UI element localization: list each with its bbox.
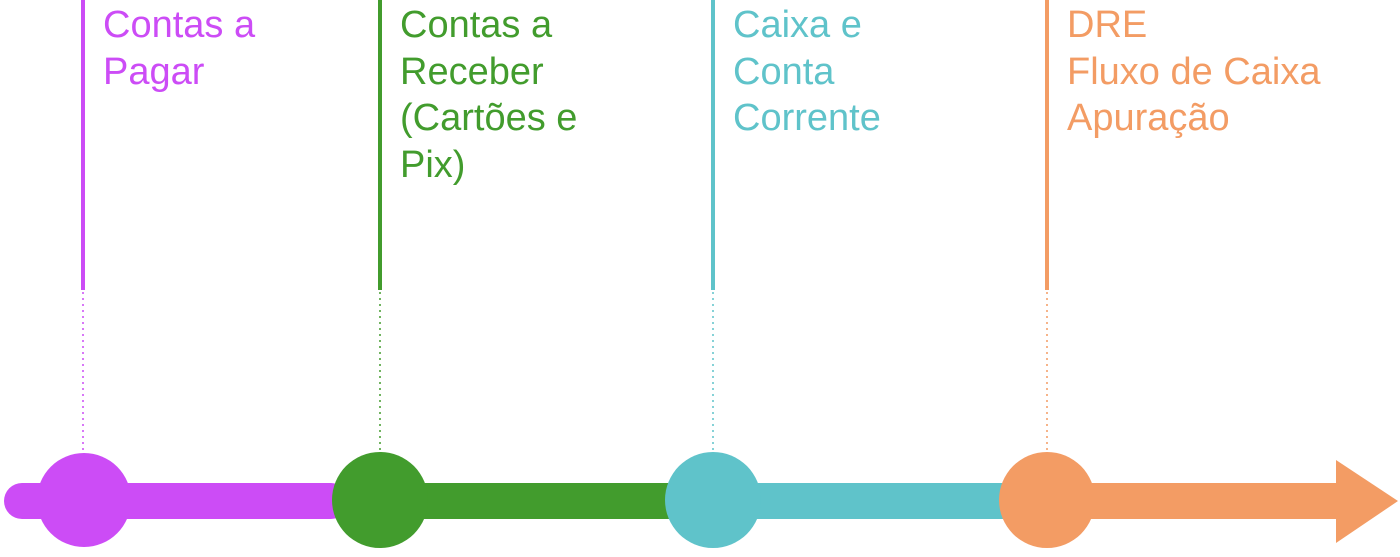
label-line: Pix) [400, 143, 466, 186]
timeline-nodes [37, 452, 1095, 548]
label-line: Caixa e [733, 4, 862, 46]
label-line: Fluxo de Caixa [1067, 50, 1321, 93]
label-line: Conta [733, 50, 835, 93]
label-line: Pagar [103, 50, 205, 93]
label-line: (Cartões e [400, 97, 578, 139]
marker-line-2 [378, 0, 382, 290]
marker-line-4 [1045, 0, 1049, 290]
stage-label-contas-a-pagar: Contas a Pagar [103, 2, 255, 95]
node-1 [37, 453, 131, 547]
marker-line-1 [81, 0, 85, 290]
dotted-connectors [82, 292, 1048, 455]
label-line: Contas a [400, 4, 553, 46]
label-line: Contas a [103, 4, 256, 46]
stage-label-caixa-e-conta-corrente: Caixa e Conta Corrente [733, 2, 881, 142]
label-line: Apuração [1067, 97, 1230, 139]
node-2 [332, 452, 428, 548]
label-line: DRE [1067, 4, 1148, 46]
stage-label-contas-a-receber: Contas a Receber (Cartões e Pix) [400, 2, 577, 188]
node-4 [999, 452, 1095, 548]
node-3 [665, 452, 761, 548]
stage-label-dre-fluxo-apuracao: DRE Fluxo de Caixa Apuração [1067, 2, 1320, 142]
marker-line-3 [711, 0, 715, 290]
label-line: Corrente [733, 97, 881, 139]
label-line: Receber [400, 50, 544, 93]
marker-lines [81, 0, 1049, 290]
timeline-arrowhead [1336, 460, 1398, 543]
